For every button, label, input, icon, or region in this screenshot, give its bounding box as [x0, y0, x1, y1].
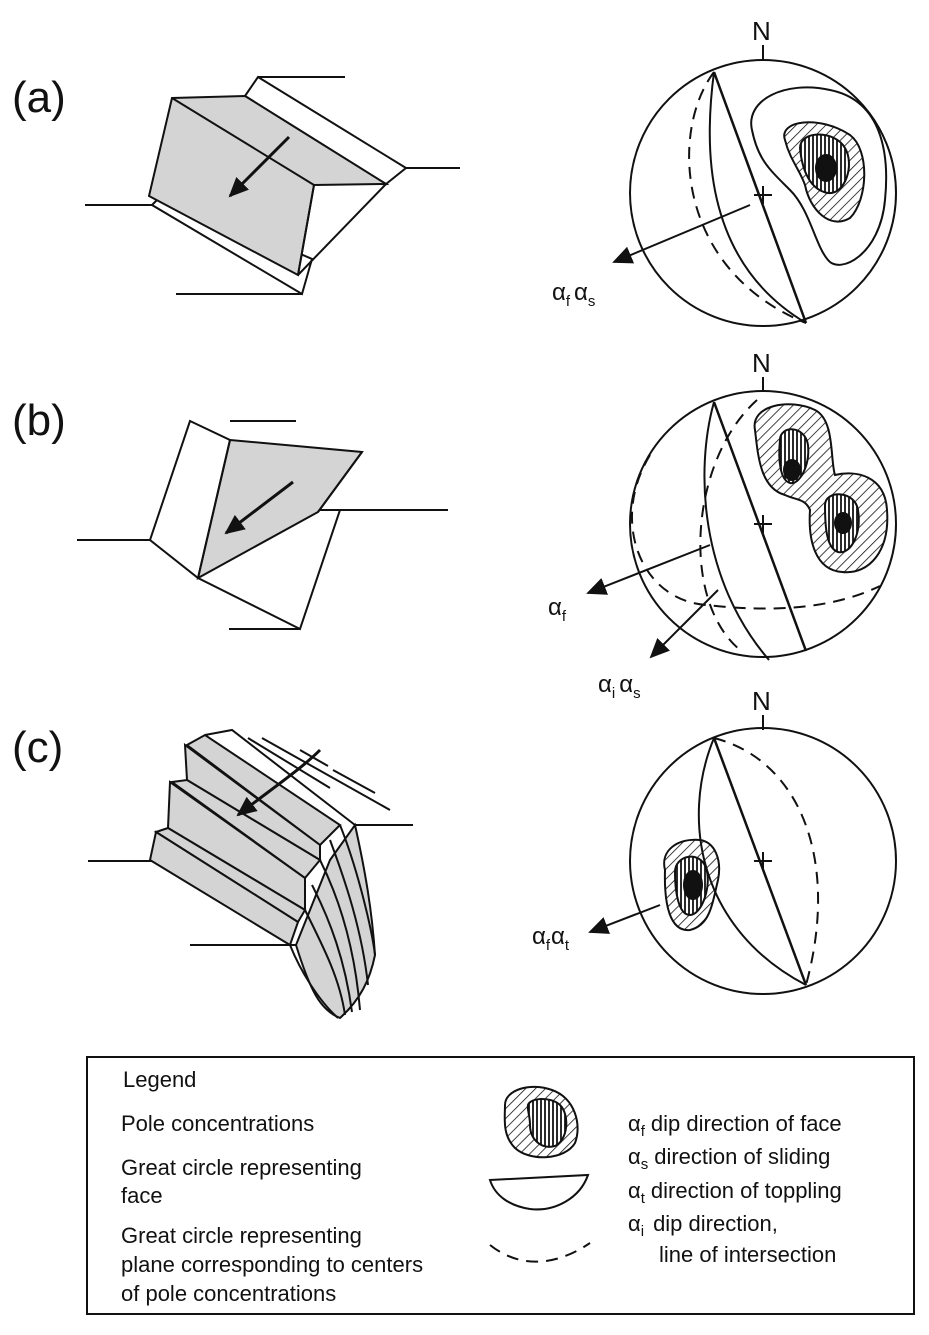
legend-face-label-2: face: [121, 1183, 163, 1208]
legend-plane-label-3: of pole concentrations: [121, 1281, 336, 1306]
north-label: N: [752, 16, 771, 46]
legend-pole-label: Pole concentrations: [121, 1111, 314, 1136]
legend-pole-symbol: [503, 1085, 579, 1159]
panel-b: (b) N: [12, 348, 897, 702]
legend-plane-symbol: [489, 1242, 591, 1263]
plane-failure-sketch: [85, 75, 460, 296]
wedge-failure-sketch: [77, 419, 448, 631]
legend-plane-label-2: plane corresponding to centers: [121, 1252, 423, 1277]
legend-plane-label-1: Great circle representing: [121, 1223, 362, 1248]
arrow-label-b1: αf: [548, 594, 567, 625]
north-label: N: [752, 348, 771, 378]
legend-face-symbol: [488, 1173, 590, 1211]
legend-box: Legend Pole concentrations Great circle …: [86, 1056, 915, 1315]
toppling-failure-sketch: [88, 728, 413, 1020]
panel-label-c: (c): [12, 723, 63, 772]
legend-face-label-1: Great circle representing: [121, 1155, 362, 1180]
stereonet-c: N: [588, 686, 897, 995]
panel-label-b: (b): [12, 396, 66, 445]
stereonet-b: N: [586, 348, 897, 661]
stereonet-a: N: [612, 16, 897, 327]
panel-c: (c): [12, 686, 897, 1020]
legend-key-i-line2: line of intersection: [659, 1242, 836, 1267]
legend-title: Legend: [123, 1067, 196, 1092]
panel-a: (a) N: [12, 16, 897, 327]
panel-label-a: (a): [12, 73, 66, 122]
north-label: N: [752, 686, 771, 716]
arrow-label-c: αfαt: [532, 923, 570, 954]
